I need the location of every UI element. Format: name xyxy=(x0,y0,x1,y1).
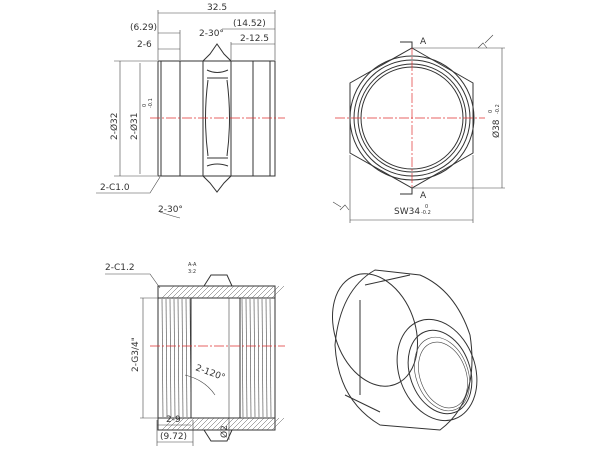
dim-ref-length: (9.72) xyxy=(160,432,187,442)
dim-chamfer: 2-C1.0 xyxy=(100,183,130,193)
hatch-line xyxy=(271,417,285,431)
hatch-line xyxy=(226,285,240,299)
isometric-view xyxy=(331,269,478,431)
dim-chamfer-section: 2-C1.2 xyxy=(105,263,135,273)
hatch-line xyxy=(221,417,235,431)
thread-line xyxy=(161,298,164,418)
hatch-line xyxy=(201,285,215,299)
hatch-line xyxy=(211,285,225,299)
thread-line xyxy=(169,298,172,418)
hatch-line xyxy=(256,285,270,299)
hatch-line xyxy=(216,417,230,431)
hatch-line xyxy=(271,285,285,299)
hatch-line xyxy=(166,285,180,299)
hatch-line xyxy=(231,285,245,299)
hatch-line xyxy=(221,285,235,299)
hatch-line xyxy=(236,285,250,299)
hatch-line xyxy=(181,285,195,299)
dim-sw-tol-upper: 0 xyxy=(425,204,428,210)
hatch-line xyxy=(251,417,265,431)
hatch-line xyxy=(161,417,175,431)
dim-thread-length: 2-9 xyxy=(166,415,181,425)
dim-chamfer-angle: 2-30° xyxy=(158,205,183,215)
hatch-line xyxy=(206,417,220,431)
thread-line xyxy=(177,298,180,418)
hatch-line xyxy=(196,285,210,299)
hatch-line xyxy=(261,285,275,299)
section-view: 2-C1.2 A-A 3:2 2-G3/4" 2-120° 2-9 (9.72)… xyxy=(105,262,285,446)
hatch-line xyxy=(166,417,180,431)
hatch-line xyxy=(171,417,185,431)
hatch-line xyxy=(171,285,185,299)
hatch-line xyxy=(236,417,250,431)
dim-end-length-right: 2-12.5 xyxy=(240,34,269,44)
thread-line xyxy=(173,298,176,418)
hatch-line xyxy=(206,285,220,299)
hatch-line xyxy=(181,417,195,431)
section-title: A-A xyxy=(188,262,197,268)
dim-sw-tol-lower: -0.2 xyxy=(421,210,431,216)
thread-line xyxy=(185,298,188,418)
hatch-line xyxy=(176,417,190,431)
dim-inner-tol-upper: 0 xyxy=(142,104,148,107)
end-view: A A Ø38 0 -0.2 SW34 0 -0.2 xyxy=(332,34,505,223)
hatch-line xyxy=(186,285,200,299)
dim-hex-angle: 2-30° xyxy=(199,29,224,39)
section-mark-top: A xyxy=(420,37,427,47)
hatch-line xyxy=(196,417,210,431)
thread-line xyxy=(265,298,268,418)
dim-thread: 2-G3/4" xyxy=(131,337,141,372)
dim-hole-diameter: Ø2 xyxy=(219,425,230,438)
hatch-line xyxy=(266,285,280,299)
hatch-line xyxy=(176,285,190,299)
dim-diameter-tol-lower: -0.2 xyxy=(495,104,501,114)
dim-inner-tol-lower: -0.1 xyxy=(148,98,154,108)
hatch-line xyxy=(246,285,260,299)
thread-line xyxy=(253,298,256,418)
hatch-line xyxy=(251,285,265,299)
hatch-line xyxy=(161,285,175,299)
dim-outer-diameter: 2-Ø32 xyxy=(109,112,120,140)
thread-line xyxy=(181,298,184,418)
hatch-line xyxy=(211,417,225,431)
thread-line xyxy=(165,298,168,418)
hatch-line xyxy=(201,417,215,431)
dim-inner-diameter: 2-Ø31 xyxy=(129,112,140,140)
hatch-line xyxy=(216,285,230,299)
hatch-line xyxy=(266,417,280,431)
hatch-line xyxy=(191,417,205,431)
thread-line xyxy=(269,298,272,418)
thread-line xyxy=(249,298,252,418)
thread-line xyxy=(245,298,248,418)
hatch-line xyxy=(256,417,270,431)
section-scale: 3:2 xyxy=(188,269,196,275)
thread-line xyxy=(257,298,260,418)
hatch-line xyxy=(231,417,245,431)
dim-end-length-left: 2-6 xyxy=(137,40,152,50)
dim-ref-right: (14.52) xyxy=(233,19,266,29)
dim-diameter: Ø38 xyxy=(491,119,502,138)
section-mark-bottom: A xyxy=(420,191,427,201)
thread-line xyxy=(261,298,264,418)
hatch-line xyxy=(261,417,275,431)
dim-width-across-flats: SW34 xyxy=(394,207,420,217)
thread-line xyxy=(241,298,244,418)
dim-ref-left: (6.29) xyxy=(130,23,157,33)
front-view: 32.5 (6.29) 2-6 (14.52) 2-12.5 2-30° 2-Ø… xyxy=(96,3,285,219)
hatch-line xyxy=(241,417,255,431)
hatch-line xyxy=(241,285,255,299)
dim-overall-length: 32.5 xyxy=(207,3,227,13)
hatch-line xyxy=(246,417,260,431)
hatch-line xyxy=(191,285,205,299)
dim-diameter-tol-upper: 0 xyxy=(488,110,494,113)
